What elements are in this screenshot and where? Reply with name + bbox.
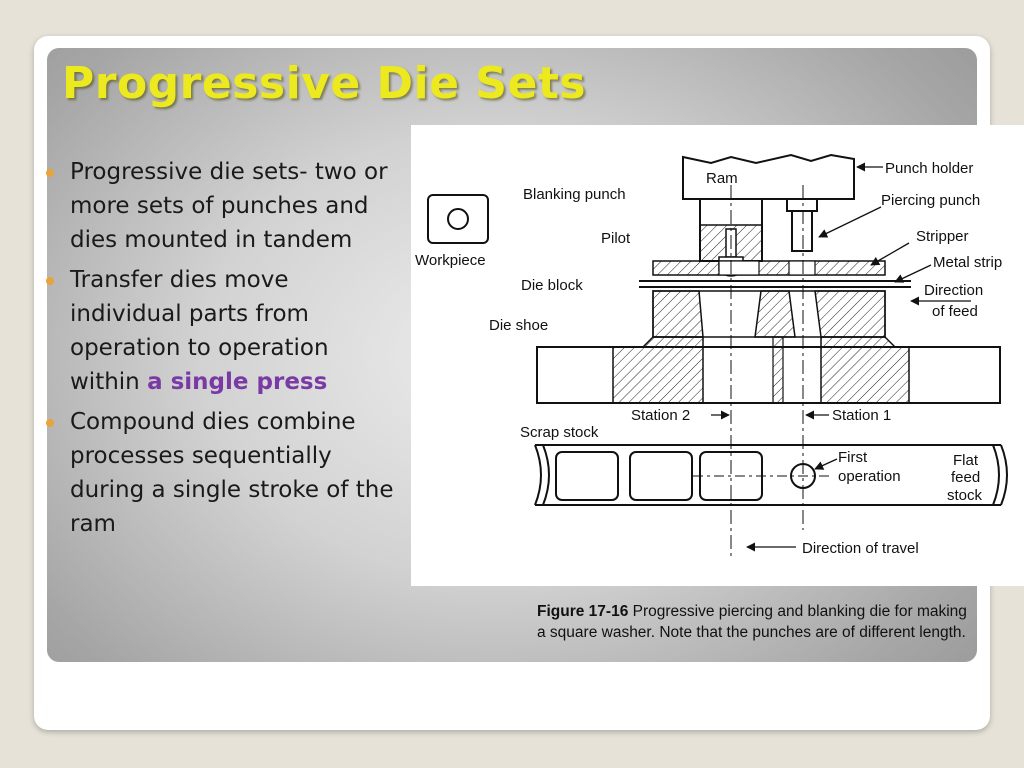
label-blanking-punch: Blanking punch: [523, 186, 626, 203]
label-metal-strip: Metal strip: [933, 254, 1002, 271]
bullet-dot-icon: [46, 277, 54, 285]
bullet-item: Compound dies combine processes sequenti…: [44, 405, 404, 541]
stripper-shape: [652, 260, 886, 276]
label-first-operation-2: operation: [838, 468, 901, 485]
die-block-shape: [652, 290, 704, 338]
workpiece-icon: [427, 194, 489, 244]
caption-text: Progressive piercing and blanking die fo…: [537, 603, 967, 641]
label-flat-feed-stock-2: feed: [951, 469, 980, 486]
caption-label: Figure 17-16: [537, 603, 629, 620]
label-direction-of-travel: Direction of travel: [802, 540, 919, 557]
label-scrap-stock: Scrap stock: [520, 424, 599, 441]
bullet-highlight: a single press: [147, 369, 328, 395]
label-direction-of-feed-2: of feed: [932, 303, 978, 320]
label-pilot: Pilot: [601, 230, 631, 247]
label-punch-holder: Punch holder: [885, 160, 973, 177]
bullet-item: Progressive die sets- two or more sets o…: [44, 155, 404, 257]
bullet-dot-icon: [46, 169, 54, 177]
label-flat-feed-stock-1: Flat: [953, 452, 979, 469]
piercing-punch-shape: [786, 198, 818, 212]
label-die-shoe: Die shoe: [489, 317, 548, 334]
bullet-text: Compound dies combine processes sequenti…: [70, 409, 394, 537]
die-shoe-shape: [536, 346, 1001, 404]
label-first-operation-1: First: [838, 449, 868, 466]
label-flat-feed-stock-3: stock: [947, 487, 983, 504]
label-stripper: Stripper: [916, 228, 969, 245]
label-piercing-punch: Piercing punch: [881, 192, 980, 209]
figure-caption: Figure 17-16 Progressive piercing and bl…: [537, 601, 967, 643]
feed-stock-strip: [534, 444, 1008, 506]
label-ram: Ram: [706, 170, 738, 187]
die-diagram: Ram Punch holder Blanking punch Piercing…: [411, 125, 1024, 586]
bullet-item: Transfer dies move individual parts from…: [44, 263, 404, 399]
label-die-block: Die block: [521, 277, 583, 294]
label-workpiece: Workpiece: [415, 252, 486, 269]
bullet-dot-icon: [46, 419, 54, 427]
label-station-1: Station 1: [832, 407, 891, 424]
bullet-text: Transfer dies move individual parts from…: [70, 267, 329, 395]
bullet-text: Progressive die sets- two or more sets o…: [70, 159, 388, 253]
label-station-2: Station 2: [631, 407, 690, 424]
slide-title: Progressive Die Sets: [62, 58, 587, 109]
bullet-list: Progressive die sets- two or more sets o…: [44, 155, 404, 547]
label-direction-of-feed-1: Direction: [924, 282, 983, 299]
